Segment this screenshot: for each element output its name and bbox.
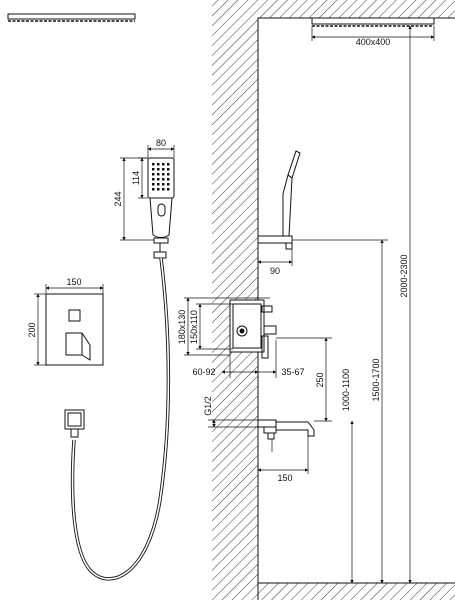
dim-thread: G1/2 (203, 396, 213, 416)
dim-mixer-plate-width: 150 (66, 277, 81, 287)
dim-box-depth: 60-92 (192, 367, 215, 377)
mixer-body (229, 299, 277, 359)
dimension-lines (34, 25, 435, 584)
dim-spout-projection: 150 (277, 473, 292, 483)
dim-height-3: 2000-2300 (399, 254, 409, 297)
hand-shower-connector (153, 237, 169, 244)
shower-hose (70, 257, 171, 581)
dim-hand-shower-head-height: 114 (131, 171, 141, 185)
dim-hand-shower-total-height: 244 (113, 191, 123, 206)
overhead-shower-side-view (7, 13, 136, 22)
bath-spout (257, 419, 315, 440)
overhead-shower (311, 17, 435, 27)
dim-mixer-plate-height: 200 (27, 322, 37, 337)
dim-height-1: 1000-1100 (341, 369, 351, 411)
hand-shower-on-holder (257, 150, 301, 250)
dim-height-2: 1500-1700 (371, 358, 381, 401)
hose-wall-connector (64, 409, 85, 438)
dim-box-outer: 180x130 (177, 310, 187, 345)
dim-lever-projection: 35-67 (281, 367, 304, 377)
spray-nozzles (152, 163, 170, 191)
dim-spout-to-mixer: 250 (315, 372, 325, 387)
dim-holder-projection: 90 (270, 266, 280, 276)
dim-overhead-shower-size: 400x400 (356, 37, 391, 47)
dim-box-inner: 150x110 (189, 310, 199, 344)
hand-shower (147, 157, 175, 259)
mixer-faceplate (45, 293, 104, 366)
dim-hand-shower-width: 80 (156, 138, 166, 148)
